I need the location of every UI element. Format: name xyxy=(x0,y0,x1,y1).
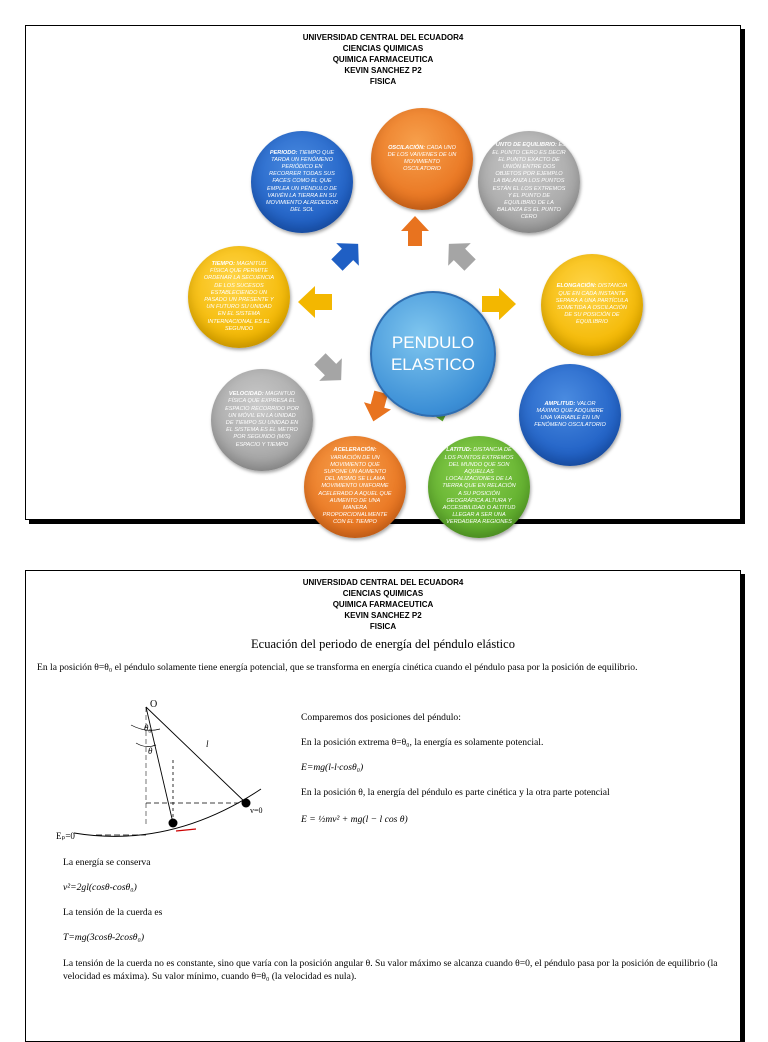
header-student: KEVIN SANCHEZ P2 xyxy=(344,66,422,75)
extreme-text: En la posición extrema θ=θ₀, la energía … xyxy=(301,737,544,748)
arrow-down-orange-icon xyxy=(363,390,392,422)
concept-elongacion: ELONGACIÓN: DISTANCIA QUE EN CADA INSTAN… xyxy=(541,254,643,356)
concept-periodo: PERIODO: TIEMPO QUE TARDA UN FENÓMENO PE… xyxy=(251,131,353,233)
term-text: CADA UNO DE LOS VAIVENES DE UN MOVIMIENT… xyxy=(387,144,457,173)
concept-equilibrio: PUNTO DE EQUILIBRIO: ES EL PUNTO CERO ES… xyxy=(478,131,580,233)
header-university: UNIVERSIDAD CENTRAL DEL ECUADOR4 xyxy=(302,33,464,42)
header-university: UNIVERSIDAD CENTRAL DEL ECUADOR4 xyxy=(302,578,464,587)
header-student: KEVIN SANCHEZ P2 xyxy=(344,611,422,620)
concept-aceleracion: ACELERACIÓN: VARIACIÓN DE UN MOVIMIENTO … xyxy=(304,436,406,538)
term-text: MAGNITUD FÍSICA QUE PERMITE ORDENAR LA S… xyxy=(203,260,275,332)
label-theta: θ xyxy=(148,746,153,756)
arrow-left-icon xyxy=(298,286,332,318)
header-career: QUIMICA FARMACEUTICA xyxy=(332,600,434,609)
pendulum-diagram: O θ₀ θ l Eₚ=0 v=0 xyxy=(56,699,263,841)
term-label: PUNTO DE EQUILIBRIO: xyxy=(492,142,557,149)
pendulum-bob-extreme-icon xyxy=(241,798,251,808)
center-title-line1: PENDULO xyxy=(391,333,475,352)
arrow-up-icon xyxy=(401,216,429,246)
term-text: MAGNITUD FÍSICA QUE EXPRESA EL ESPACIO R… xyxy=(225,391,299,448)
label-ep: Eₚ=0 xyxy=(56,831,75,841)
term-label: AMPLITUD: xyxy=(544,400,576,407)
label-o: O xyxy=(150,699,157,710)
header-faculty: CIENCIAS QUIMICAS xyxy=(342,44,424,53)
term-label: OSCILACIÓN: xyxy=(388,144,426,151)
term-text: VALOR MÁXIMO QUE ADQUIERE UNA VARIABLE E… xyxy=(534,400,606,429)
equation-e2: E = ½mv² + mg(l − l cos θ) xyxy=(301,814,408,825)
conserva-text: La energía se conserva xyxy=(63,857,151,868)
concept-map-page: UNIVERSIDAD CENTRAL DEL ECUADOR4 CIENCIA… xyxy=(25,25,741,538)
equation-page: UNIVERSIDAD CENTRAL DEL ECUADOR4 CIENCIA… xyxy=(25,570,741,1042)
label-theta0: θ₀ xyxy=(144,723,152,733)
page-header: UNIVERSIDAD CENTRAL DEL ECUADOR4 CIENCIA… xyxy=(26,32,740,87)
page-header: UNIVERSIDAD CENTRAL DEL ECUADOR4 CIENCIA… xyxy=(26,577,740,632)
term-label: ELONGACIÓN: xyxy=(556,283,597,290)
equation-tension: T=mg(3cosθ-2cosθ₀) xyxy=(63,932,145,943)
arrow-up-left-icon xyxy=(331,243,359,271)
term-label: ACELERACIÓN: xyxy=(333,447,377,454)
header-faculty: CIENCIAS QUIMICAS xyxy=(342,589,424,598)
center-title-line2: ELASTICO xyxy=(390,355,476,374)
arrows-layer xyxy=(298,216,516,422)
term-text: ES EL PUNTO CERO ES DECIR EL PUNTO EXACT… xyxy=(492,142,566,221)
equation-v2: v²=2gl(cosθ-cosθ₀) xyxy=(63,882,137,893)
equation-e1: E=mg(l-l·cosθ₀) xyxy=(301,762,364,773)
term-label: VELOCIDAD: xyxy=(228,391,264,398)
concept-oscilacion: OSCILACIÓN: CADA UNO DE LOS VAIVENES DE … xyxy=(371,108,473,210)
term-text: DISTANCIA QUE EN CADA INSTANTE SEPARA A … xyxy=(555,283,629,326)
document-title: Ecuación del periodo de energía del pénd… xyxy=(251,637,515,651)
concept-latitud: LATITUD: DISTANCIA DE LOS PUNTOS EXTREMO… xyxy=(428,436,530,538)
pendulum-bob-icon xyxy=(168,818,178,828)
term-label: TIEMPO: xyxy=(211,260,235,267)
term-label: PERIODO: xyxy=(269,149,298,156)
header-career: QUIMICA FARMACEUTICA xyxy=(332,55,434,64)
term-text: VARIACIÓN DE UN MOVIMIENTO QUE SUPONE UN… xyxy=(318,454,392,526)
header-subject: FISICA xyxy=(369,77,397,86)
final-paragraph: La tensión de la cuerda no es constante,… xyxy=(63,958,718,982)
concept-amplitud: AMPLITUD: VALOR MÁXIMO QUE ADQUIERE UNA … xyxy=(519,364,621,466)
label-v0: v=0 xyxy=(250,806,263,815)
concept-velocidad: VELOCIDAD: MAGNITUD FÍSICA QUE EXPRESA E… xyxy=(211,369,313,471)
term-text: DISTANCIA DE LOS PUNTOS EXTREMOS DEL MUN… xyxy=(442,447,516,526)
intro-paragraph: En la posición θ=θ₀ el péndulo solamente… xyxy=(37,662,638,673)
position-text: En la posición θ, la energía del péndulo… xyxy=(301,787,610,798)
arrow-right-icon xyxy=(482,288,516,320)
concept-tiempo: TIEMPO: MAGNITUD FÍSICA QUE PERMITE ORDE… xyxy=(188,246,290,348)
label-l: l xyxy=(206,739,209,749)
central-concept: PENDULO ELASTICO xyxy=(370,291,496,417)
term-text: TIEMPO QUE TARDA UN FENÓMENO PERIÓDICO E… xyxy=(265,149,339,214)
arrow-down-left-icon xyxy=(314,353,342,381)
compare-text: Comparemos dos posiciones del péndulo: xyxy=(301,712,461,723)
tension-label: La tensión de la cuerda es xyxy=(63,907,163,918)
header-subject: FISICA xyxy=(369,622,397,631)
term-label: LATITUD: xyxy=(446,447,472,454)
arrow-up-right-icon xyxy=(448,243,476,271)
